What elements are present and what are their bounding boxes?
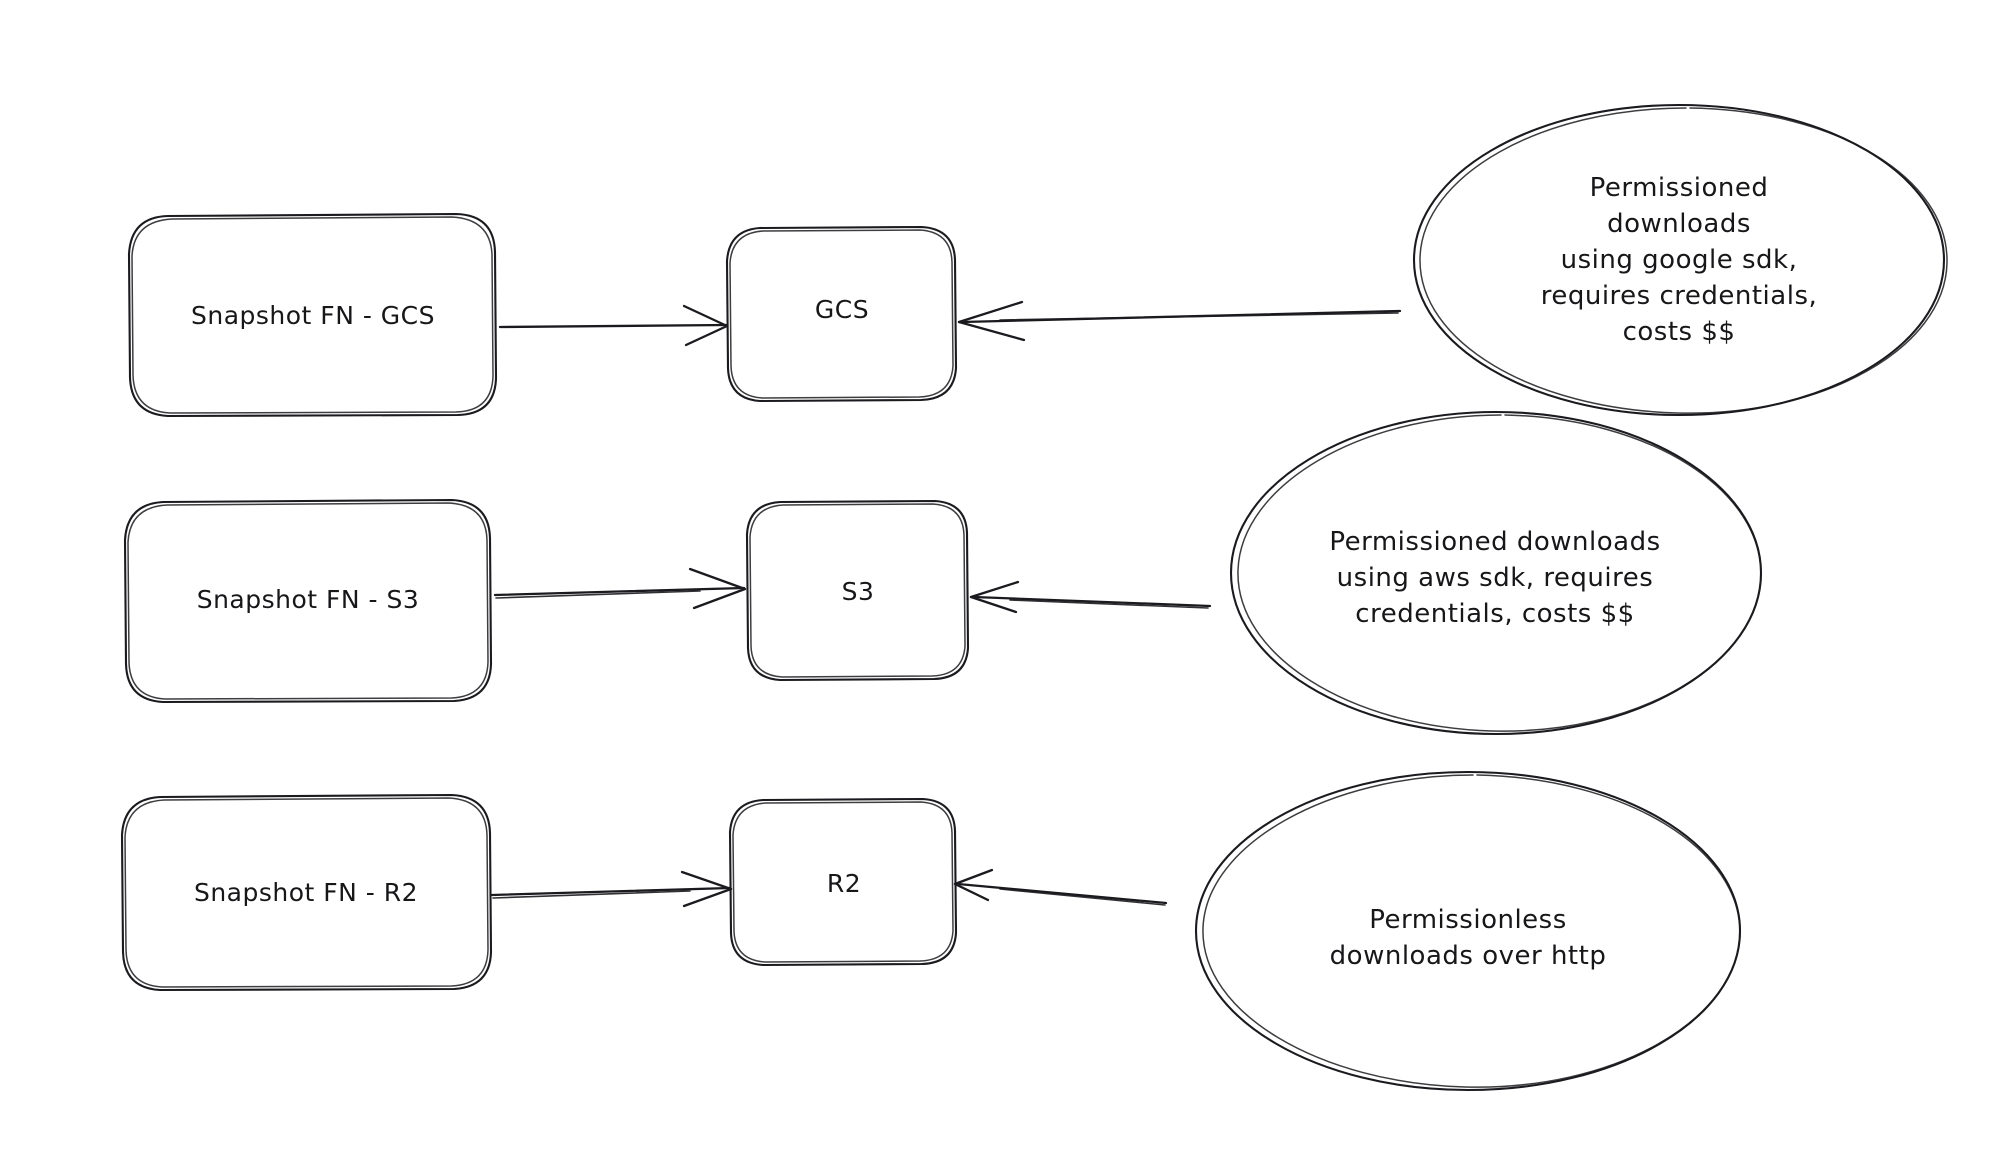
node-label-snapshot-fn-gcs: Snapshot FN - GCS xyxy=(190,301,436,330)
note-s3-shape[interactable] xyxy=(1229,410,1763,736)
edge-gcs-write-arrow xyxy=(498,304,729,347)
note-r2-shape[interactable] xyxy=(1194,770,1742,1092)
edge-r2-write-arrow xyxy=(490,870,733,908)
node-snapshot-fn-gcs-shape[interactable] xyxy=(127,212,498,418)
node-label-s3: S3 xyxy=(841,577,875,606)
edge-r2-note-arrow xyxy=(953,868,1168,906)
note-label-gcs: Permissioned downloads using google sdk,… xyxy=(1540,173,1818,347)
node-label-snapshot-fn-s3: Snapshot FN - S3 xyxy=(196,585,420,614)
node-snapshot-fn-s3-shape[interactable] xyxy=(123,498,493,704)
node-snapshot-fn-r2-shape[interactable] xyxy=(120,793,493,992)
note-label-s3: Permissioned downloads using aws sdk, re… xyxy=(1329,527,1661,629)
edge-gcs-note-arrow xyxy=(957,300,1402,342)
edge-s3-note-arrow xyxy=(969,580,1212,614)
edge-s3-write-arrow xyxy=(493,567,747,610)
node-gcs-shape[interactable] xyxy=(725,225,958,403)
node-r2-shape[interactable] xyxy=(728,797,958,967)
note-label-r2: Permissionless downloads over http xyxy=(1329,905,1607,971)
note-gcs-shape[interactable] xyxy=(1412,103,1948,417)
node-label-r2: R2 xyxy=(826,869,862,898)
node-label-gcs: GCS xyxy=(814,295,870,324)
node-label-snapshot-fn-r2: Snapshot FN - R2 xyxy=(193,878,419,907)
node-s3-shape[interactable] xyxy=(745,499,970,682)
